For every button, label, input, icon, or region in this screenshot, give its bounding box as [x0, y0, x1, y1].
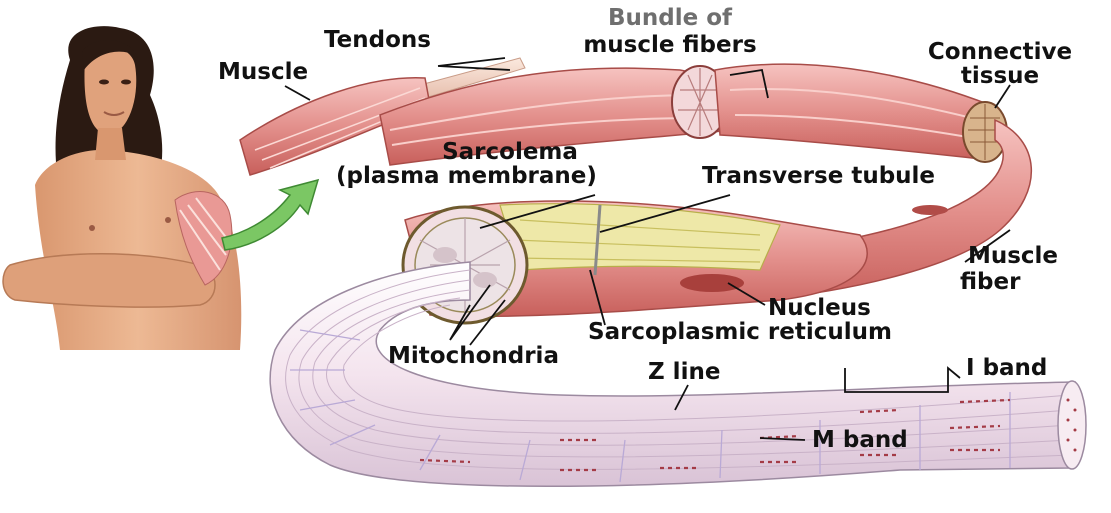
label-sarcolema-line2: (plasma membrane): [336, 164, 597, 188]
label-connective-line1: Connective: [900, 40, 1100, 64]
label-transverse-tubule: Transverse tubule: [702, 164, 935, 188]
label-z-line: Z line: [648, 360, 720, 384]
label-m-band: M band: [812, 428, 908, 452]
neck: [95, 128, 126, 160]
label-bundle-line2: muscle fibers: [582, 33, 758, 57]
label-muscle-fiber-line1: Muscle: [948, 244, 1078, 268]
label-sarcolema-line1: Sarcolema: [340, 140, 680, 164]
label-connective-line2: tissue: [900, 64, 1100, 88]
label-i-band: I band: [966, 356, 1047, 380]
label-mitochondria: Mitochondria: [388, 344, 559, 368]
label-nucleus: Nucleus: [768, 296, 871, 320]
label-muscle-fiber-line2: fiber: [960, 270, 1020, 294]
myofibril-end: [1058, 381, 1086, 469]
label-muscle: Muscle: [218, 60, 308, 84]
label-sarcoplasmic-reticulum: Sarcoplasmic reticulum: [588, 320, 892, 344]
human-figure: [3, 26, 241, 350]
nucleus: [680, 274, 744, 292]
crossed-arm: [3, 254, 215, 307]
label-bundle-line1: Bundle of: [582, 6, 758, 30]
label-tendons: Tendons: [324, 28, 431, 52]
green-arrow: [222, 180, 318, 250]
